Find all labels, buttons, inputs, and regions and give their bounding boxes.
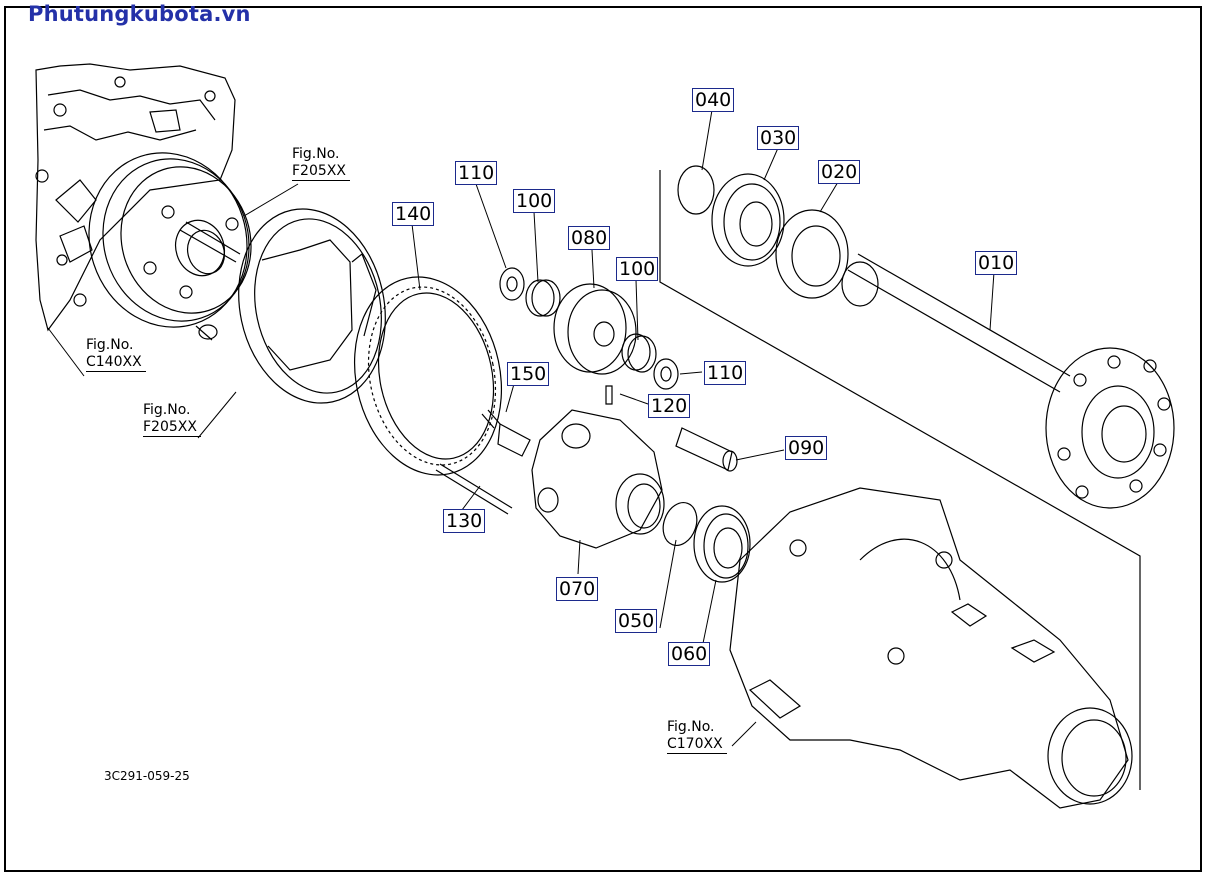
ring-gear-drawing [353,276,503,476]
fig-ref-f205xx-top[interactable]: Fig.No. F205XX [292,146,350,181]
part-label-040[interactable]: 040 [692,88,735,112]
bearing-060-drawing [662,502,751,583]
fig-ref-f205xx-left[interactable]: Fig.No. F205XX [143,402,201,437]
axle-shaft-drawing [677,165,1175,509]
assembly-guide-line [659,170,1141,790]
part-label-090[interactable]: 090 [785,436,828,460]
part-label-140[interactable]: 140 [392,202,435,226]
part-label-080[interactable]: 080 [568,226,611,250]
fig-ref-prefix: Fig.No. [86,337,134,353]
part-label-070[interactable]: 070 [556,577,599,601]
part-label-100-right[interactable]: 100 [616,257,659,281]
part-label-050[interactable]: 050 [615,609,658,633]
part-label-010[interactable]: 010 [975,251,1018,275]
fig-ref-code: F205XX [143,419,201,437]
fig-ref-c170xx[interactable]: Fig.No. C170XX [667,719,727,754]
fig-ref-code: C170XX [667,736,727,754]
fig-ref-prefix: Fig.No. [143,402,191,418]
brake-drum-drawing [238,208,386,404]
part-label-150[interactable]: 150 [507,362,550,386]
fig-ref-prefix: Fig.No. [667,719,715,735]
diagram-frame [4,6,1202,872]
transmission-case-drawing [35,63,236,332]
carrier-drawing [531,409,665,549]
part-label-100-left[interactable]: 100 [513,189,556,213]
pin-drawing [675,427,738,472]
gear-stack-drawing [499,267,679,405]
fig-ref-code: F205XX [292,163,350,181]
fig-ref-prefix: Fig.No. [292,146,340,162]
drawing-code: 3C291-059-25 [104,769,190,783]
part-label-110-right[interactable]: 110 [704,361,747,385]
input-disc-drawing [88,152,252,341]
fig-ref-code: C140XX [86,354,146,372]
part-label-130[interactable]: 130 [443,509,486,533]
part-label-020[interactable]: 020 [818,160,861,184]
part-label-120[interactable]: 120 [648,394,691,418]
bolt-drawing [435,409,531,515]
axle-housing-drawing [729,487,1133,809]
part-label-030[interactable]: 030 [757,126,800,150]
part-label-060[interactable]: 060 [668,642,711,666]
fig-ref-c140xx[interactable]: Fig.No. C140XX [86,337,146,372]
brand-watermark[interactable]: Phutungkubota.vn [28,2,251,26]
part-label-110-left[interactable]: 110 [455,161,498,185]
